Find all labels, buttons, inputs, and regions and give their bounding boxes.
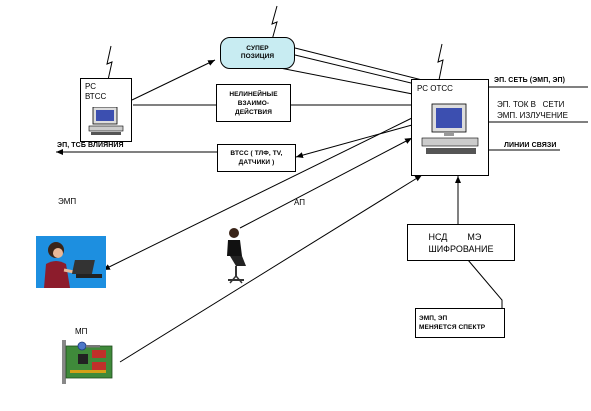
computer-icon: [88, 107, 124, 135]
vtss-devices-label: ВТСС ( ТЛФ, TV, ДАТЧИКИ ): [230, 150, 283, 166]
vtss-devices-box: ВТСС ( ТЛФ, TV, ДАТЧИКИ ): [217, 144, 296, 172]
linii-svyazi-label: ЛИНИИ СВЯЗИ: [504, 142, 557, 149]
line-super-otss-3: [279, 67, 434, 99]
rs-otss-box: РС ОТСС: [411, 79, 489, 176]
ep-set-label: ЭП. СЕТЬ (ЭМП, ЭП): [494, 77, 566, 84]
ep-tok-label: ЭП. ТОК В СЕТИ ЭМП. ИЗЛУЧЕНИЕ: [497, 100, 568, 120]
mp-label: МП: [75, 327, 88, 336]
line-nsd-to-spectr: [467, 259, 503, 310]
computer-icon: [421, 103, 479, 154]
rs-vtss-label: РС ВТСС: [85, 82, 107, 101]
ep-tsb-label: ЭП, ТСБ ВЛИЯНИЯ: [57, 142, 124, 149]
super-position-label: СУПЕР ПОЗИЦИЯ: [240, 45, 275, 60]
antenna-icon: [437, 43, 444, 81]
line-super-otss-1: [294, 47, 439, 85]
arrow-otss-to-vtss: [295, 124, 413, 159]
spectrum-label: ЭМП, ЭП МЕНЯЕТСЯ СПЕКТР: [419, 315, 486, 331]
arrow-mp-to-otss: [119, 174, 423, 363]
nsd-encryption-label: НСД МЭ ШИФРОВАНИЕ: [428, 231, 494, 254]
arrow-vtss-to-super: [131, 59, 216, 101]
arrow-ap-to-otss: [239, 137, 413, 229]
operator-at-laptop-icon: [36, 236, 106, 288]
rs-vtss-box: РС ВТСС: [80, 78, 132, 142]
spectrum-box: ЭМП, ЭП МЕНЯЕТСЯ СПЕКТР: [415, 308, 505, 338]
ap-label: АП: [294, 198, 305, 207]
key-icon: [77, 341, 100, 351]
person-on-chair-icon: [227, 228, 246, 284]
super-position-box: СУПЕР ПОЗИЦИЯ: [220, 37, 295, 69]
nonlinear-label: НЕЛИНЕЙНЫЕ ВЗАИМО- ДЕЙСТВИЯ: [229, 90, 278, 116]
nsd-encryption-box: НСД МЭ ШИФРОВАНИЕ: [407, 224, 515, 261]
emp-label: ЭМП: [58, 197, 77, 206]
arrow-otss-to-operator: [102, 117, 413, 271]
antenna-icon: [106, 45, 113, 81]
nonlinear-box: НЕЛИНЕЙНЫЕ ВЗАИМО- ДЕЙСТВИЯ: [216, 84, 291, 122]
antenna-icon: [271, 5, 278, 41]
rs-otss-label: РС ОТСС: [417, 84, 453, 93]
